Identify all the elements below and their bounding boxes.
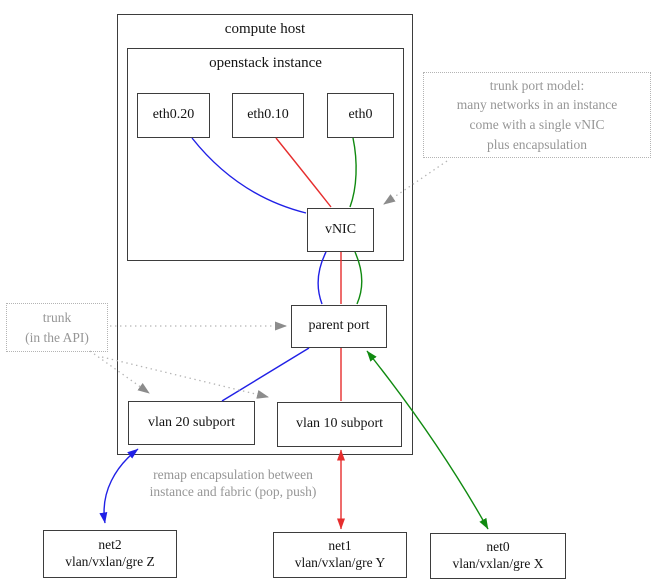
note-remap-line1: remap encapsulation between — [153, 467, 313, 483]
openstack-instance-label: openstack instance — [209, 55, 322, 71]
node-net0-encap: vlan/vxlan/gre X — [452, 556, 544, 571]
node-vlan10-subport-label: vlan 10 subport — [295, 416, 384, 432]
node-parent-port-label: parent port — [308, 318, 370, 334]
node-eth0-10-label: eth0.10 — [247, 107, 289, 123]
compute-host-box: compute host — [117, 14, 413, 455]
node-net1: net1 vlan/vxlan/gre Y — [273, 532, 407, 578]
node-parent-port: parent port — [291, 305, 387, 348]
compute-host-label: compute host — [224, 21, 306, 37]
note-trunk-api-line2: (in the API) — [25, 329, 89, 345]
node-vnic-label: vNIC — [324, 221, 357, 237]
node-vlan20-subport: vlan 20 subport — [128, 401, 255, 445]
node-net2: net2 vlan/vxlan/gre Z — [43, 530, 177, 578]
node-eth0: eth0 — [327, 93, 394, 138]
note-trunk-port-model-line4: plus encapsulation — [486, 136, 588, 152]
note-remap-line2: instance and fabric (pop, push) — [149, 484, 317, 499]
openstack-instance-box: openstack instance — [127, 48, 404, 261]
node-vlan20-subport-label: vlan 20 subport — [147, 414, 236, 430]
node-eth0-label: eth0 — [348, 107, 373, 123]
node-net2-encap: vlan/vxlan/gre Z — [65, 554, 155, 569]
note-trunk-api-line1: trunk — [42, 309, 72, 325]
node-eth0-20: eth0.20 — [137, 93, 210, 138]
node-vnic: vNIC — [307, 208, 374, 252]
node-vlan10-subport: vlan 10 subport — [277, 402, 402, 447]
node-eth0-10: eth0.10 — [232, 93, 304, 138]
node-net1-encap: vlan/vxlan/gre Y — [294, 555, 386, 570]
node-eth0-20-label: eth0.20 — [152, 107, 195, 123]
node-net0: net0 vlan/vxlan/gre X — [430, 533, 566, 579]
note-trunk-port-model: trunk port model: many networks in an in… — [423, 72, 651, 158]
node-net2-name: net2 — [98, 537, 122, 553]
node-net1-name: net1 — [328, 538, 352, 554]
note-trunk-api: trunk (in the API) — [6, 303, 108, 352]
note-trunk-port-model-line3: come with a single vNIC — [469, 117, 605, 132]
node-net0-name: net0 — [486, 539, 510, 555]
note-remap-encapsulation: remap encapsulation between instance and… — [113, 466, 353, 502]
note-trunk-port-model-line2: many networks in an instance — [456, 97, 618, 113]
note-trunk-port-model-line1: trunk port model: — [489, 77, 585, 93]
